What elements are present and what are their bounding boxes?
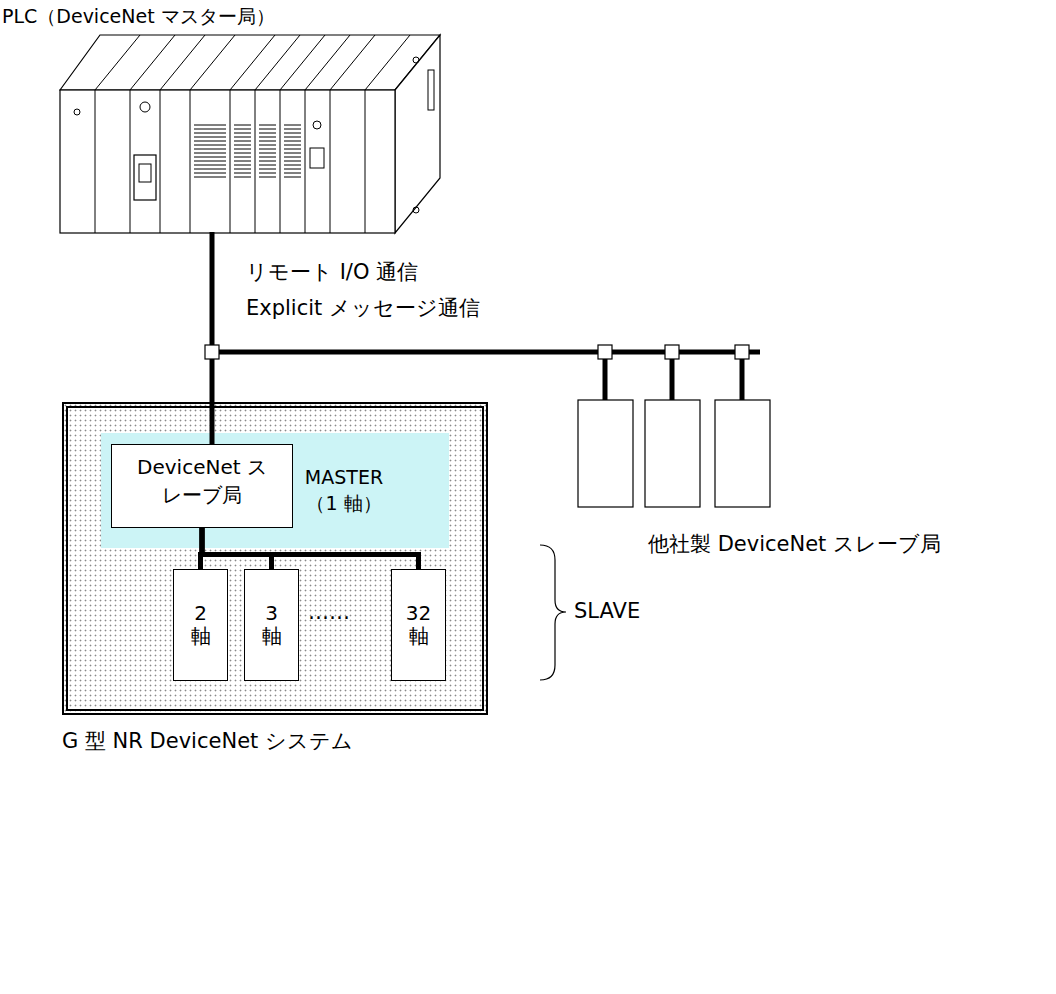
node-text: MASTER （1 軸） (301, 465, 387, 516)
slave-box (578, 400, 633, 507)
axis-box: 32 軸 (391, 569, 446, 681)
plc-illustration (0, 0, 445, 240)
system-caption: G 型 NR DeviceNet システム (62, 727, 353, 755)
tap-square (735, 345, 749, 359)
node-text: 2 軸 (187, 602, 215, 648)
plc-title: PLC（DeviceNet マスター局） (2, 4, 275, 30)
slave-box (645, 400, 700, 507)
comm-label: Explicit メッセージ通信 (246, 294, 480, 322)
system-housing: DeviceNet スレーブ局MASTER （1 軸）2 軸3 軸32 軸G 型… (62, 402, 488, 715)
axis-box: 2 軸 (173, 569, 228, 681)
node-text: 32 軸 (405, 602, 433, 648)
node-text: DeviceNet スレーブ局 (132, 453, 272, 509)
comm-label: リモート I/O 通信 (246, 258, 418, 286)
slave-station-box: DeviceNet スレーブ局 (111, 444, 293, 528)
slave-bracket (540, 545, 566, 680)
axis-box: 3 軸 (244, 569, 299, 681)
plc-unit: PLC（DeviceNet マスター局） (0, 0, 445, 232)
node-text: 3 軸 (258, 602, 286, 648)
vendor-slave-label: 他社製 DeviceNet スレーブ局 (648, 530, 941, 558)
slave-box (715, 400, 770, 507)
tap-square (598, 345, 612, 359)
ellipsis-mark: …… (308, 600, 350, 624)
master-unit: DeviceNet スレーブ局 MASTER （1 軸） (101, 433, 449, 548)
tap-square (205, 345, 219, 359)
slave-label: SLAVE (574, 599, 640, 623)
tap-square (665, 345, 679, 359)
